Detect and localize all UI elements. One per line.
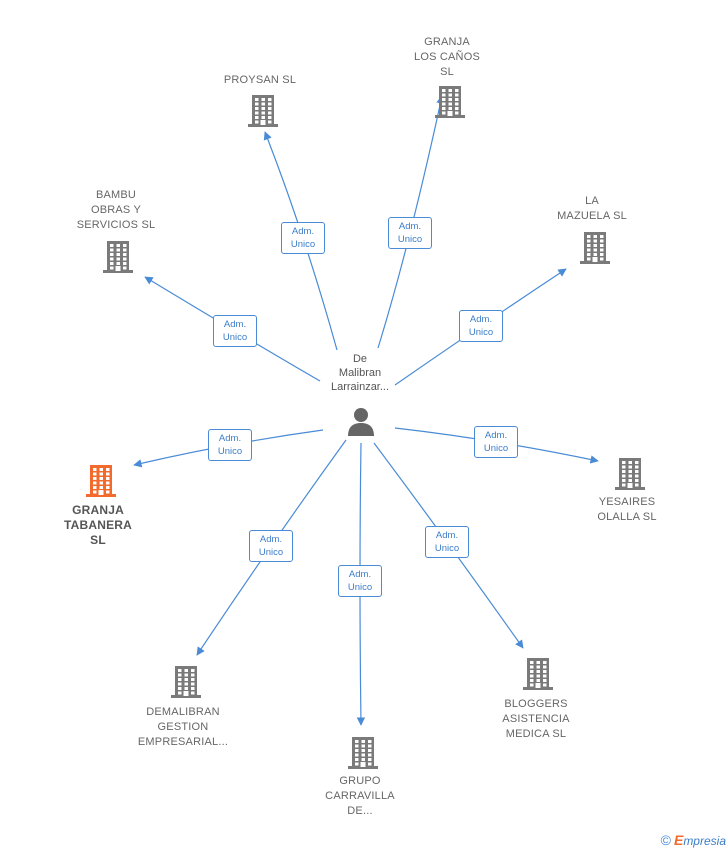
company-node-bloggers[interactable] — [523, 657, 553, 696]
relation-label-bambu[interactable]: Adm. Unico — [213, 315, 257, 347]
relation-label-granja-los-canos[interactable]: Adm. Unico — [388, 217, 432, 249]
company-node-proysan[interactable] — [248, 94, 278, 133]
company-node-granja-los-canos[interactable] — [435, 85, 465, 124]
company-node-demalibran[interactable] — [171, 665, 201, 704]
building-icon — [248, 95, 278, 127]
company-node-la-mazuela[interactable] — [580, 231, 610, 270]
building-icon — [615, 458, 645, 490]
company-label-granja-tabanera[interactable]: GRANJA TABANERA SL — [63, 503, 133, 547]
relation-label-yesaires[interactable]: Adm. Unico — [474, 426, 518, 458]
building-icon — [580, 232, 610, 264]
relation-label-proysan[interactable]: Adm. Unico — [281, 222, 325, 254]
company-node-grupo-carravilla[interactable] — [348, 736, 378, 775]
brand-footer: ©Empresia — [661, 832, 726, 848]
company-label-la-mazuela[interactable]: LA MAZUELA SL — [557, 195, 627, 222]
company-label-grupo-carravilla[interactable]: GRUPO CARRAVILLA DE... — [325, 775, 395, 817]
building-icon — [348, 737, 378, 769]
building-icon — [103, 241, 133, 273]
relation-label-la-mazuela[interactable]: Adm. Unico — [459, 310, 503, 342]
company-label-bloggers[interactable]: BLOGGERS ASISTENCIA MEDICA SL — [502, 698, 570, 740]
copyright-icon: © — [660, 832, 671, 848]
brand-name: mpresia — [683, 834, 726, 848]
relation-label-granja-tabanera[interactable]: Adm. Unico — [208, 429, 252, 461]
company-label-granja-los-canos[interactable]: GRANJA LOS CAÑOS SL — [414, 36, 480, 78]
building-icon — [171, 666, 201, 698]
company-node-granja-tabanera[interactable] — [86, 464, 116, 503]
company-node-yesaires[interactable] — [615, 457, 645, 496]
person-icon[interactable] — [346, 406, 376, 436]
company-node-bambu[interactable] — [103, 240, 133, 279]
company-label-demalibran[interactable]: DEMALIBRAN GESTION EMPRESARIAL... — [137, 706, 229, 748]
building-icon — [523, 658, 553, 690]
building-icon — [86, 465, 116, 497]
company-label-yesaires[interactable]: YESAIRES OLALLA SL — [597, 496, 657, 523]
brand-initial: E — [673, 832, 684, 848]
company-label-bambu[interactable]: BAMBU OBRAS Y SERVICIOS SL — [76, 189, 156, 231]
center-person-label[interactable]: De Malibran Larrainzar... — [330, 353, 390, 393]
relation-label-bloggers[interactable]: Adm. Unico — [425, 526, 469, 558]
relation-label-demalibran[interactable]: Adm. Unico — [249, 530, 293, 562]
relation-label-grupo-carravilla[interactable]: Adm. Unico — [338, 565, 382, 597]
building-icon — [435, 86, 465, 118]
company-label-proysan[interactable]: PROYSAN SL — [223, 74, 297, 86]
